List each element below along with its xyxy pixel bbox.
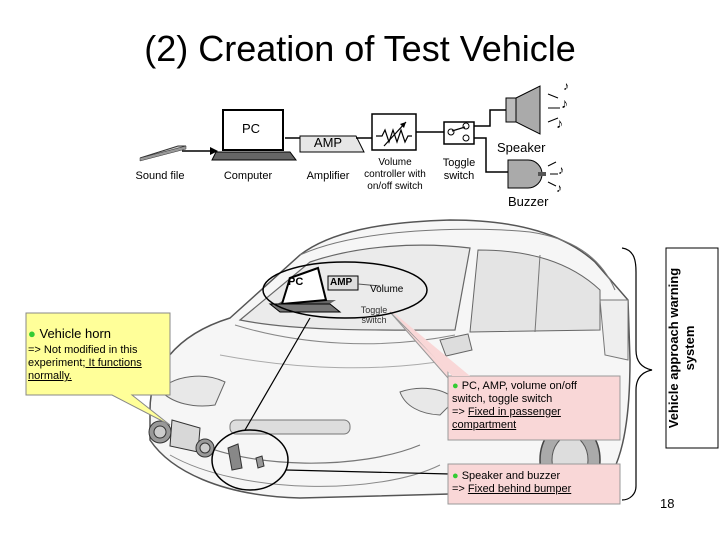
system-side-label: Vehicle approach warning system	[666, 267, 697, 429]
pc-label: PC	[241, 121, 261, 136]
page-title: (2) Creation of Test Vehicle	[144, 28, 576, 69]
music-note-icon: ♪	[561, 95, 568, 111]
bullet-icon: ●	[452, 470, 459, 482]
bullet-icon: ●	[28, 326, 36, 341]
car-amp-box	[327, 275, 359, 291]
car-laptop-icon	[268, 266, 342, 313]
amplifier-label: Amplifier	[306, 170, 350, 182]
car-amp-label: AMP	[330, 277, 353, 288]
buzzer-icon	[507, 159, 558, 189]
music-note-icon: ♪	[558, 163, 564, 177]
speaker-icon	[505, 85, 560, 135]
music-note-icon: ♪	[556, 115, 563, 131]
system-brace	[621, 247, 653, 501]
amp-label: AMP	[313, 135, 343, 150]
music-note-icon: ♪	[556, 181, 562, 195]
bumper-speaker-buzzer	[227, 443, 265, 471]
bullet-icon: ●	[452, 380, 459, 392]
horn-device	[148, 419, 215, 458]
car-toggle-label: Toggle switch	[360, 305, 388, 325]
cabin-highlight-ellipse	[262, 261, 428, 319]
car-volume-label: Volume	[370, 284, 404, 295]
bumper-callout-text: ● Speaker and buzzer => Fixed behind bum…	[452, 470, 572, 495]
system-label-box	[665, 247, 719, 449]
bumper-highlight-circle	[211, 429, 289, 491]
page-number: 18	[660, 496, 675, 511]
speaker-label: Speaker	[497, 140, 546, 155]
buzzer-label: Buzzer	[508, 194, 549, 209]
sound-file-label: Sound file	[135, 170, 185, 182]
car-pc-label: PC	[288, 276, 304, 288]
computer-label: Computer	[223, 170, 273, 182]
bumper-callout-box	[447, 463, 621, 505]
music-note-icon: ♪	[563, 79, 569, 93]
toggle-switch-icon	[443, 121, 475, 145]
volume-controller-label: Volume controller with on/off switch	[364, 157, 426, 192]
toggle-switch-label: Toggle switch	[442, 157, 476, 182]
horn-callout-title: ● Vehicle horn	[28, 326, 112, 341]
cabin-callout-text: ● PC, AMP, volume on/off switch, toggle …	[452, 380, 577, 431]
laptop-icon	[211, 109, 297, 161]
cabin-callout-box	[447, 375, 621, 441]
horn-callout-box	[25, 312, 171, 426]
side-window	[469, 249, 601, 333]
amp-box	[299, 135, 365, 153]
volume-controller-icon	[371, 113, 417, 151]
horn-callout-text: => Not modified in this experiment; It f…	[28, 344, 142, 382]
